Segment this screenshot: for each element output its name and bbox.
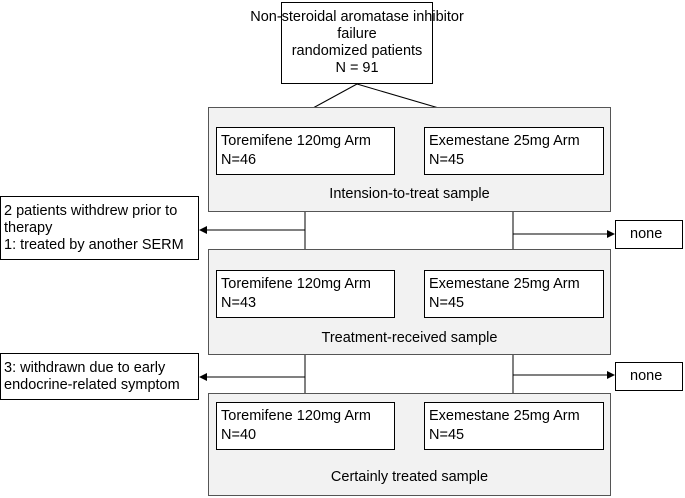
exclusion-box-left-2: 3: withdrawn due to early endocrine-rela…	[0, 353, 199, 400]
exclusion-none: none	[630, 226, 663, 242]
stage1-toremifene-arm: Toremifene 120mg Arm N=46	[216, 127, 395, 175]
randomized-patients-box: Non-steroidal aromatase inhibitor failur…	[250, 2, 464, 84]
arm-name: Toremifene 120mg Arm	[221, 408, 371, 424]
arm-name: Exemestane 25mg Arm	[429, 276, 580, 292]
arm-count: N=45	[429, 427, 465, 443]
stage3-toremifene-arm: Toremifene 120mg Arm N=40	[216, 402, 395, 450]
arm-count: N=45	[429, 295, 465, 311]
arm-name: Toremifene 120mg Arm	[221, 276, 371, 292]
exclusion-line-1: 2 patients withdrew prior to	[4, 202, 178, 219]
stage3-label: Certainly treated sample	[330, 469, 489, 485]
arm-count: N=40	[221, 427, 257, 443]
exclusion-box-left-1: 2 patients withdrew prior to therapy 1: …	[0, 196, 199, 260]
top-box-line-1: Non-steroidal aromatase inhibitor	[250, 9, 464, 25]
exclusion-none: none	[630, 368, 663, 384]
exclusion-line-1: 3: withdrawn due to early	[4, 359, 166, 376]
arm-count: N=45	[429, 152, 465, 168]
exclusion-line-2: therapy	[4, 219, 53, 236]
exclusion-line-2: endocrine-related symptom	[4, 376, 180, 393]
arm-name: Exemestane 25mg Arm	[429, 133, 580, 149]
top-box-line-3: randomized patients	[291, 43, 423, 59]
exclusion-box-right-1: none	[615, 220, 683, 249]
stage2-label: Treatment-received sample	[321, 330, 498, 346]
exclusion-box-right-2: none	[615, 362, 683, 391]
top-box-line-4: N = 91	[335, 60, 379, 76]
arm-name: Exemestane 25mg Arm	[429, 408, 580, 424]
arm-count: N=43	[221, 295, 257, 311]
top-box-line-2: failure	[337, 26, 377, 42]
arm-name: Toremifene 120mg Arm	[221, 133, 371, 149]
stage1-exemestane-arm: Exemestane 25mg Arm N=45	[424, 127, 604, 175]
stage1-label: Intension-to-treat sample	[329, 186, 490, 202]
exclusion-line-3: 1: treated by another SERM	[4, 236, 184, 253]
stage2-toremifene-arm: Toremifene 120mg Arm N=43	[216, 270, 395, 318]
arm-count: N=46	[221, 152, 257, 168]
stage2-exemestane-arm: Exemestane 25mg Arm N=45	[424, 270, 604, 318]
stage3-exemestane-arm: Exemestane 25mg Arm N=45	[424, 402, 604, 450]
